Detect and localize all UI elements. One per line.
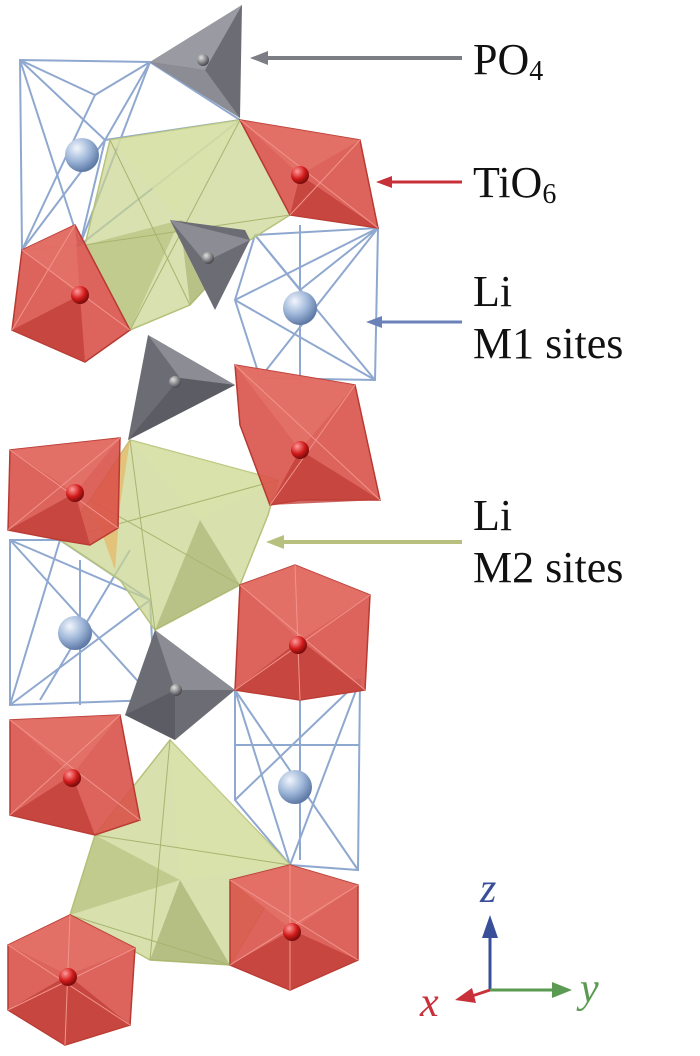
z-axis-arrow [482,915,498,990]
x-axis-arrow [455,988,491,1003]
tio6-octahedron-5 [234,564,371,701]
y-axis-arrow [490,982,572,998]
tio6-octahedron-8 [7,914,136,1046]
po4-label: PO4 [473,35,544,87]
li-atoms [58,138,317,804]
tio6-octahedra [7,119,381,1046]
po4-tetrahedron-4 [125,630,235,740]
li-m1-arrow [366,316,462,328]
tio6-octahedron-1 [238,119,379,229]
tio6-octahedron-6 [9,714,141,836]
li-m2-label-line2: M2 sites [473,543,624,592]
po4-tetrahedron-1 [150,5,242,118]
tio6-octahedron-3 [234,364,381,506]
li-m1-label-line1: Li [473,267,513,316]
tio6-label: TiO6 [473,158,557,210]
tio6-octahedron-2 [11,224,131,363]
x-axis-label: x [420,980,439,1026]
li-m1-label-line2: M1 sites [473,319,624,368]
li-atom-3 [58,616,92,650]
li-atom-1 [65,138,99,172]
coordinate-axes [455,915,572,1003]
po4-tetrahedron-2 [170,220,250,310]
li-m2-arrow [266,535,462,549]
li-m1-label: Li M1 sites [473,266,623,370]
tio6-arrow [376,176,462,188]
po4-arrow [250,51,462,65]
z-axis-label: z [480,866,497,912]
li-atom-4 [278,770,312,804]
annotation-arrows [250,51,462,549]
li-m2-label-line1: Li [473,491,513,540]
po4-tetrahedron-3 [128,335,235,440]
tio6-octahedron-7 [229,864,359,991]
tio6-octahedron-4 [7,437,121,546]
li-m1-cage-2 [233,225,380,385]
po4-tetrahedra [125,5,250,740]
li-m2-label: Li M2 sites [473,490,623,594]
li-atom-2 [283,291,317,325]
y-axis-label: y [580,966,599,1012]
